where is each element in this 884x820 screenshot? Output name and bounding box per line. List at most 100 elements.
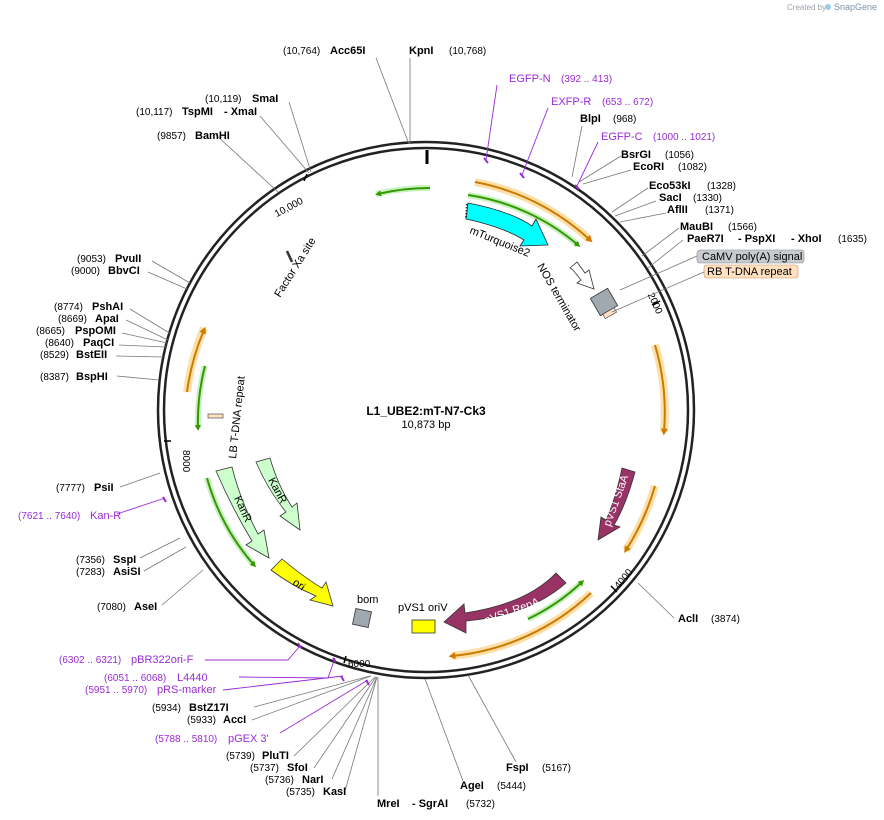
nari-name[interactable]: NarI: [302, 774, 323, 786]
blpi-name[interactable]: BlpI: [580, 113, 601, 125]
paqci-name[interactable]: PaqCI: [83, 337, 114, 349]
acci-name[interactable]: AccI: [223, 714, 246, 726]
xmai-name[interactable]: - XmaI: [224, 106, 257, 118]
kanr-primer-line: [116, 497, 166, 515]
apai-line: [125, 319, 169, 341]
sspi-name[interactable]: SspI: [113, 554, 136, 566]
maubi-line: [641, 227, 680, 257]
ecori-name[interactable]: EcoRI: [633, 161, 664, 173]
xhoi-line: [647, 239, 684, 269]
lb-tdna-feature[interactable]: [207, 413, 224, 419]
sgrai-name[interactable]: - SgrAI: [412, 798, 448, 810]
asisi-name[interactable]: AsiSI: [113, 566, 141, 578]
mturquoise2-feature[interactable]: [465, 202, 549, 247]
sfoi-pos: (5737): [250, 763, 279, 774]
fspi-name[interactable]: FspI: [506, 762, 529, 774]
orf-arrow: [654, 344, 668, 436]
nari-pos: (5736): [265, 775, 294, 786]
tspmi-name[interactable]: TspMI: [182, 106, 213, 118]
maubi-name[interactable]: MauBI: [680, 221, 713, 233]
ori-feature[interactable]: [270, 558, 334, 607]
psii-name[interactable]: PsiI: [94, 482, 114, 494]
agei-name[interactable]: AgeI: [460, 780, 484, 792]
pvs1-oriv-feature[interactable]: [411, 619, 436, 634]
l4440-mark: [332, 657, 337, 663]
asisi-pos: (7283): [76, 567, 105, 578]
kasi-name[interactable]: KasI: [323, 786, 346, 798]
aflii-name[interactable]: AflII: [667, 204, 688, 216]
paqci-pos: (8640): [45, 338, 74, 349]
eco53ki-name[interactable]: Eco53kI: [649, 180, 691, 192]
bsphi-name[interactable]: BspHI: [76, 371, 108, 383]
egfpn-name[interactable]: EGFP-N: [509, 73, 551, 85]
egfpc-pos: (1000 .. 1021): [653, 132, 715, 143]
feature-callouts: CaMV poly(A) signal RB T-DNA repeat: [611, 249, 805, 313]
kanr-feature-2[interactable]: [255, 457, 301, 531]
orf-arcs: [183, 178, 669, 660]
paer7i-name[interactable]: PaeR7I: [687, 233, 724, 245]
plasmid-name: L1_UBE2:mT-N7-Ck3: [366, 404, 486, 418]
pshai-line: [129, 308, 172, 335]
camv-callout-box[interactable]: [696, 249, 805, 264]
pvuii-name[interactable]: PvuII: [115, 253, 141, 265]
egfpc-name[interactable]: EGFP-C: [601, 131, 643, 143]
acli-name[interactable]: AclI: [678, 613, 698, 625]
pgex-name[interactable]: pGEX 3': [228, 733, 269, 745]
kasi-pos: (5735): [286, 787, 315, 798]
bamhi-name[interactable]: BamHI: [195, 130, 230, 142]
kpni-name[interactable]: KpnI: [409, 45, 433, 57]
acc65i-name[interactable]: Acc65I: [330, 45, 365, 57]
prs-name[interactable]: pRS-marker: [157, 684, 217, 696]
egfpc-mark: [574, 184, 580, 190]
exfpr-pos: (653 .. 672): [602, 97, 653, 108]
camv-callout-label: CaMV poly(A) signal: [702, 251, 802, 263]
mrei-name[interactable]: MreI: [377, 798, 400, 810]
snapgene-logo-icon: [825, 4, 831, 10]
kanr-feature-1[interactable]: [215, 466, 270, 559]
bom-feature[interactable]: [352, 608, 372, 628]
pshai-pos: (8774): [54, 302, 83, 313]
exfpr-name[interactable]: EXFP-R: [551, 96, 591, 108]
snapgene-watermark: Created by SnapGene: [787, 2, 877, 12]
primer-labels: EGFP-N (392 .. 413) EXFP-R (653 .. 672) …: [18, 73, 715, 745]
xhoi-name[interactable]: - XhoI: [791, 233, 822, 245]
pshai-name[interactable]: PshAI: [92, 301, 123, 313]
nos-terminator-feature[interactable]: [569, 261, 595, 290]
pvs1-repa-feature[interactable]: [443, 572, 567, 634]
smai-line: [288, 101, 312, 173]
aflii-line: [619, 212, 667, 223]
pluti-name[interactable]: PluTI: [262, 750, 289, 762]
l4440-name[interactable]: L4440: [177, 672, 208, 684]
pgex-line: [279, 679, 369, 734]
smai-name[interactable]: SmaI: [252, 93, 278, 105]
l4440-line: [238, 657, 336, 679]
rb-tdna-feature[interactable]: [602, 307, 617, 320]
pspomi-pos: (8665): [36, 326, 65, 337]
pspxi-name[interactable]: - PspXI: [738, 233, 775, 245]
watermark-prefix: Created by: [787, 3, 826, 12]
features: mTurquoise2 NOS terminator Factor Xa sit…: [207, 202, 636, 634]
primer-lines: [116, 84, 599, 734]
sfoi-name[interactable]: SfoI: [287, 762, 308, 774]
asei-name[interactable]: AseI: [134, 601, 157, 613]
pgex-pos: (5788 .. 5810): [155, 734, 217, 745]
tick-label-6000: 6000: [348, 659, 371, 670]
factor-xa-feature[interactable]: [285, 250, 294, 263]
pvs1-staa-feature[interactable]: [597, 467, 636, 541]
bsrgi-line: [578, 155, 622, 183]
rb-callout-box[interactable]: [703, 264, 799, 279]
bsteii-name[interactable]: BstEII: [76, 349, 107, 361]
asisi-line: [143, 546, 187, 572]
orf-arrow: [624, 485, 656, 553]
saci-name[interactable]: SacI: [659, 192, 682, 204]
pbr322-name[interactable]: pBR322ori-F: [131, 654, 194, 666]
apai-name[interactable]: ApaI: [95, 313, 119, 325]
bsrgi-name[interactable]: BsrGI: [621, 149, 651, 161]
bstz17i-name[interactable]: BstZ17I: [189, 702, 229, 714]
fspi-line: [467, 674, 517, 763]
pspomi-name[interactable]: PspOMI: [75, 325, 116, 337]
bbvci-name[interactable]: BbvCI: [108, 265, 140, 277]
sfoi-line: [313, 676, 377, 769]
kanr-primer-name[interactable]: Kan-R: [90, 510, 121, 522]
orf-arrow: [448, 592, 592, 660]
